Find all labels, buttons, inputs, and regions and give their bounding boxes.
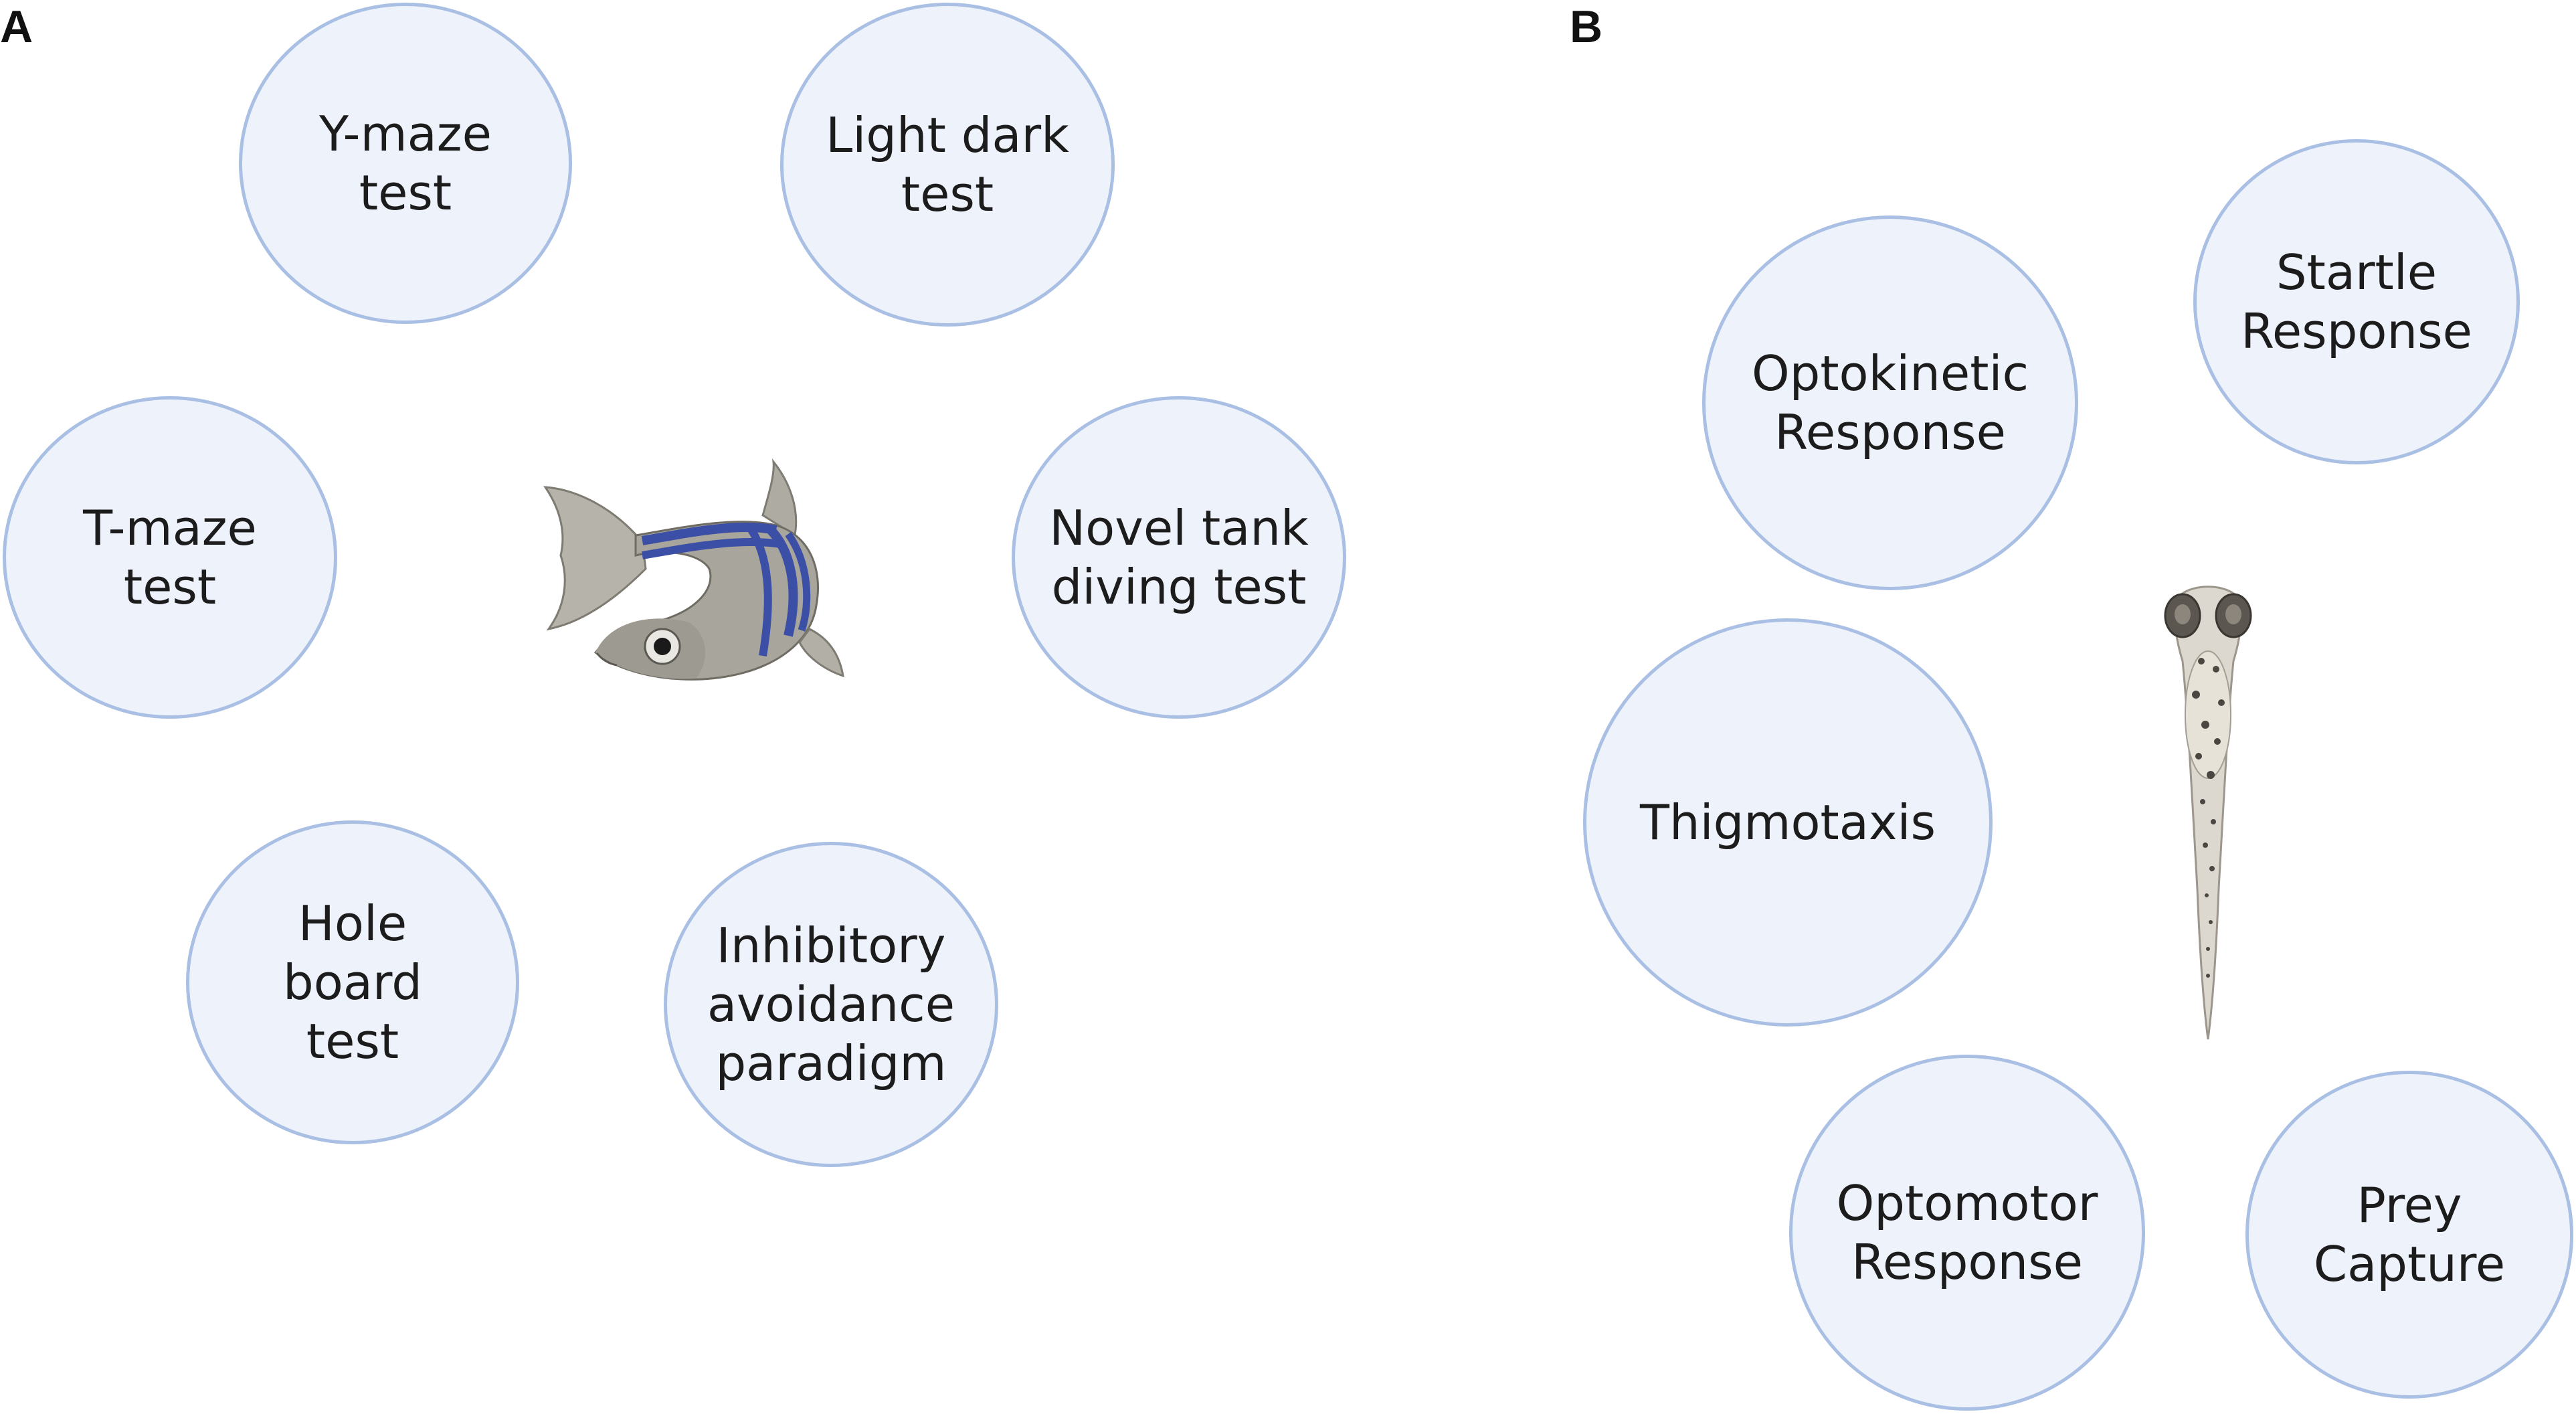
y-maze-test-bubble: Y-maze test xyxy=(239,3,572,324)
t-maze-test-bubble: T-maze test xyxy=(3,396,337,719)
startle-response-bubble: Startle Response xyxy=(2193,139,2520,464)
optomotor-response-bubble: Optomotor Response xyxy=(1789,1055,2145,1411)
y-maze-test-label: Y-maze test xyxy=(319,106,492,221)
novel-tank-diving-test-bubble: Novel tank diving test xyxy=(1012,396,1346,719)
optokinetic-response-bubble: Optokinetic Response xyxy=(1702,215,2078,590)
prey-capture-label: Prey Capture xyxy=(2313,1177,2506,1292)
hole-board-test-label: Hole board test xyxy=(283,895,422,1069)
t-maze-test-label: T-maze test xyxy=(83,500,257,615)
optomotor-response-label: Optomotor Response xyxy=(1836,1175,2098,1290)
adult-zebrafish-icon xyxy=(543,458,844,681)
thigmotaxis-label: Thigmotaxis xyxy=(1640,794,1936,851)
light-dark-test-bubble: Light dark test xyxy=(780,3,1115,327)
inhibitory-avoidance-paradigm-label: Inhibitory avoidance paradigm xyxy=(707,917,955,1091)
startle-response-label: Startle Response xyxy=(2241,244,2472,359)
zebrafish-larva-icon xyxy=(2164,586,2252,1040)
thigmotaxis-bubble: Thigmotaxis xyxy=(1583,618,1993,1027)
optokinetic-response-label: Optokinetic Response xyxy=(1751,345,2029,460)
prey-capture-bubble: Prey Capture xyxy=(2245,1071,2573,1399)
light-dark-test-label: Light dark test xyxy=(826,107,1069,222)
panel-b-label: B xyxy=(1570,1,1603,52)
panel-a-label: A xyxy=(0,1,33,52)
novel-tank-diving-test-label: Novel tank diving test xyxy=(1049,500,1309,615)
hole-board-test-bubble: Hole board test xyxy=(186,820,519,1144)
inhibitory-avoidance-paradigm-bubble: Inhibitory avoidance paradigm xyxy=(664,842,998,1167)
